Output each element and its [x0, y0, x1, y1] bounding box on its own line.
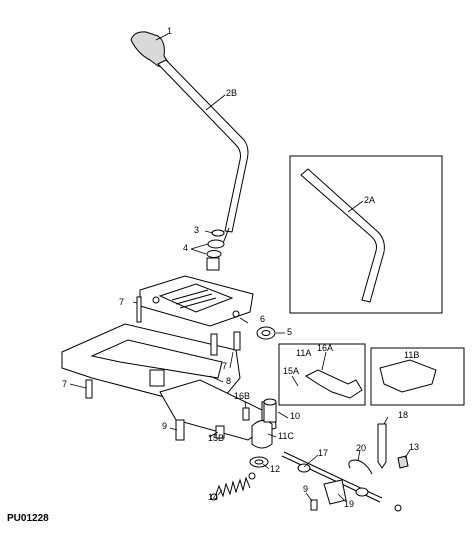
callout-2a: 2A [364, 195, 376, 205]
callout-18: 18 [398, 410, 409, 420]
bushing-stack [206, 229, 225, 271]
clip-20 [348, 459, 373, 475]
callout-9-bottom: 9 [303, 484, 309, 494]
diagram-code: PU01228 [7, 513, 49, 524]
callout-17: 17 [318, 448, 329, 458]
callout-3: 3 [194, 225, 200, 235]
lower-linkage [159, 379, 277, 449]
callout-1: 1 [167, 26, 173, 36]
callout-15a: 15A [283, 366, 300, 376]
bushing-5 [256, 326, 276, 340]
cable-tie-18 [377, 423, 387, 469]
callout-16b: 16B [234, 391, 251, 401]
callout-14: 14 [208, 492, 219, 502]
leader-lines [69, 33, 411, 502]
bracket-19 [310, 479, 347, 511]
callout-16a: 16A [317, 343, 334, 353]
cable-17 [281, 451, 402, 512]
callout-6: 6 [260, 314, 266, 324]
clip-nut-13 [397, 455, 409, 469]
callout-15b: 15B [208, 433, 225, 443]
detail-box-11b [370, 347, 465, 406]
callout-8: 8 [226, 376, 232, 386]
spring-14 [210, 472, 256, 501]
bolts [85, 296, 250, 441]
callout-9-left: 9 [162, 421, 168, 431]
detail-box-11a [278, 343, 366, 406]
callout-20: 20 [356, 443, 367, 453]
callout-10: 10 [290, 411, 301, 421]
callout-13: 13 [409, 442, 420, 452]
callout-11c: 11C [278, 431, 294, 441]
pin-10 [263, 398, 277, 423]
detail-box-2a [289, 155, 443, 314]
callout-11b: 11B [404, 350, 420, 360]
callout-11a: 11A [296, 348, 312, 358]
callout-5: 5 [287, 327, 293, 337]
callout-7-right: 7 [222, 361, 228, 371]
shift-plate [139, 275, 254, 327]
callout-7-left: 7 [62, 379, 68, 389]
callout-4: 4 [183, 243, 189, 253]
callout-12: 12 [270, 464, 281, 474]
callout-2b: 2B [226, 88, 238, 98]
callout-19: 19 [344, 499, 355, 509]
callout-7-top: 7 [119, 297, 125, 307]
